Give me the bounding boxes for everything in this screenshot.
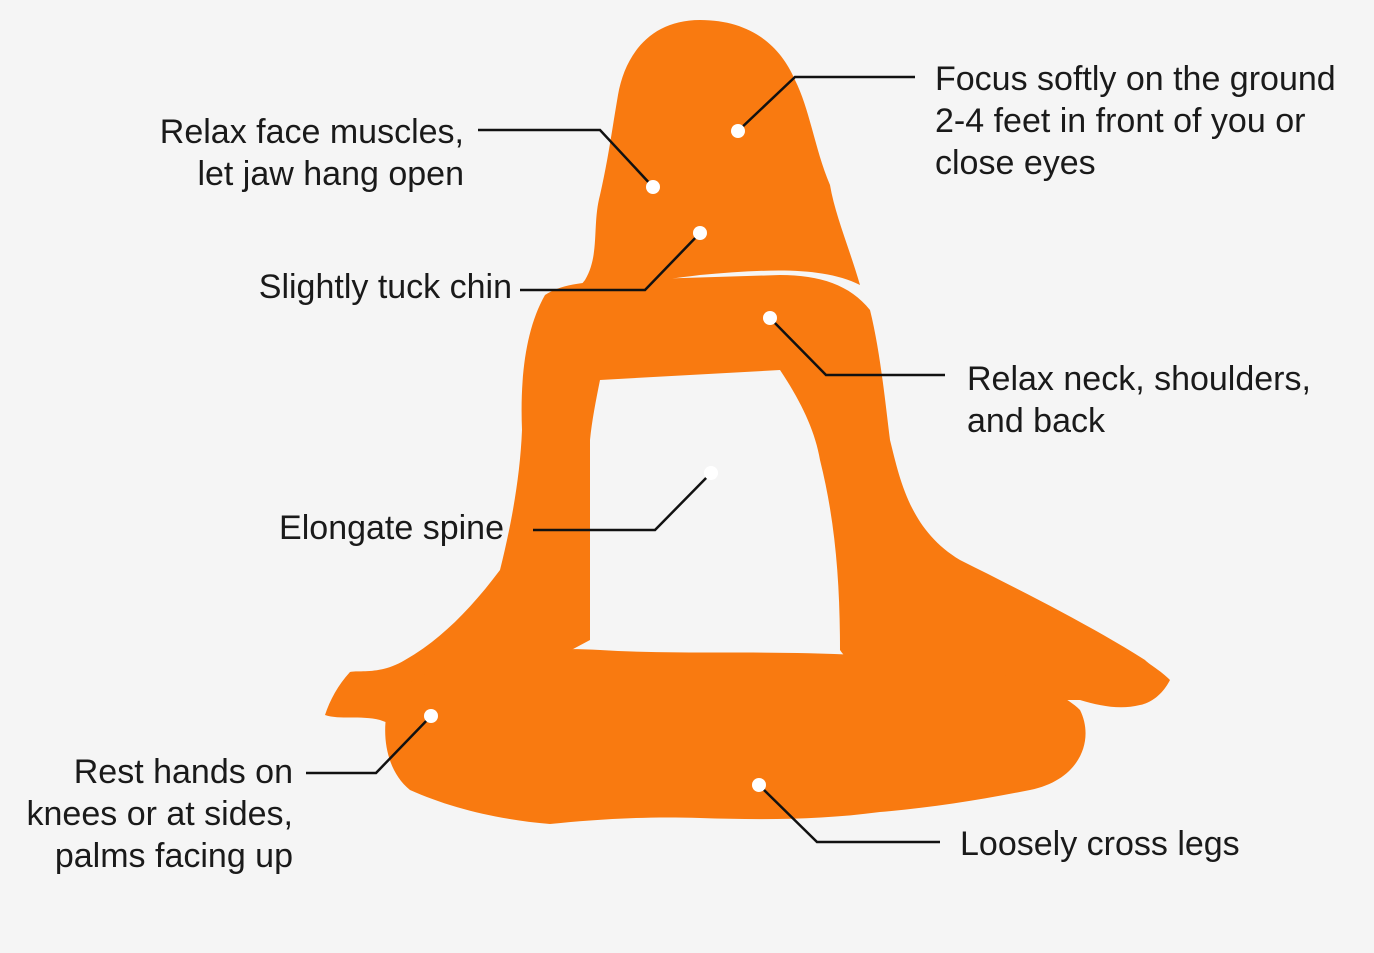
neck-label-line1: Relax neck, shoulders,: [967, 358, 1311, 400]
legs-label-line1: Loosely cross legs: [960, 823, 1240, 865]
head-hair-shape: [545, 20, 860, 298]
chin-label: Slightly tuck chin: [180, 266, 512, 308]
focus-label-line1: Focus softly on the ground: [935, 58, 1336, 100]
focus-label-line3: close eyes: [935, 142, 1336, 184]
chin-dot: [693, 226, 707, 240]
spine-label: Elongate spine: [200, 507, 504, 549]
crossed-legs-shape: [385, 649, 1085, 824]
spine-label-line1: Elongate spine: [200, 507, 504, 549]
hands-label-line3: palms facing up: [0, 835, 293, 877]
face-label-line1: Relax face muscles,: [100, 111, 464, 153]
legs-dot: [752, 778, 766, 792]
neck-label-line2: and back: [967, 400, 1311, 442]
legs-label: Loosely cross legs: [960, 823, 1240, 865]
spine-dot: [704, 466, 718, 480]
face-dot: [646, 180, 660, 194]
hands-label-line1: Rest hands on: [0, 751, 293, 793]
chin-label-line1: Slightly tuck chin: [180, 266, 512, 308]
neck-dot: [763, 311, 777, 325]
face-label: Relax face muscles, let jaw hang open: [100, 111, 464, 195]
face-label-line2: let jaw hang open: [100, 153, 464, 195]
neck-label: Relax neck, shoulders, and back: [967, 358, 1311, 442]
hands-dot: [424, 709, 438, 723]
hands-label-line2: knees or at sides,: [0, 793, 293, 835]
focus-label: Focus softly on the ground 2-4 feet in f…: [935, 58, 1336, 184]
focus-dot: [731, 124, 745, 138]
focus-label-line2: 2-4 feet in front of you or: [935, 100, 1336, 142]
hands-label: Rest hands on knees or at sides, palms f…: [0, 751, 293, 877]
